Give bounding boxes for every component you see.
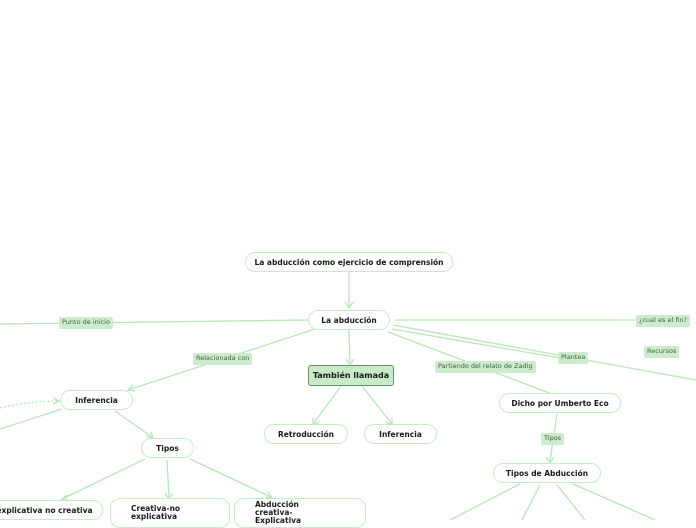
retroduccion-node[interactable]: Retroducción (264, 424, 348, 444)
inferencia-left-node[interactable]: Inferencia (60, 390, 133, 410)
main-topic-node[interactable]: También llamada (308, 365, 394, 386)
edge-tiposab-3 (556, 484, 586, 520)
punto-de-inicio-label[interactable]: Punto de inicio (59, 317, 113, 329)
edge-center-punto (0, 319, 309, 325)
explicativa-no-creativa-node[interactable]: explicativa no creativa (0, 500, 103, 520)
edge-tiposab-1 (449, 483, 521, 520)
tipos-right-label[interactable]: Tipos (541, 433, 565, 445)
partiendo-del-relato-label[interactable]: Partiendo del relato de Zadig (435, 361, 536, 373)
edge-center-main (348, 329, 351, 364)
edge-inferencia-dashed (0, 400, 59, 409)
tipos-left-node[interactable]: Tipos (141, 438, 194, 458)
edge-tiposab-4 (572, 483, 656, 520)
plantea-label[interactable]: Plantea (558, 352, 589, 364)
arrowhead (344, 301, 354, 310)
relacionada-con-label[interactable]: Relacionada con (193, 353, 253, 365)
dicho-por-umberto-eco-node[interactable]: Dicho por Umberto Eco (499, 393, 621, 413)
tipos-de-abduccion-node[interactable]: Tipos de Abducción (493, 463, 601, 483)
edge-center-plantea (391, 328, 561, 359)
abduccion-creativa-explicativa-node[interactable]: Abducción creativa-Explicativa (234, 498, 366, 528)
arrowhead (126, 384, 136, 392)
edge-tipos-abduccion (189, 458, 272, 498)
edge-tipos-explicativa (61, 458, 146, 500)
edge-inferencia-tipos (114, 410, 153, 438)
edge-tiposab-2 (521, 484, 541, 520)
edge-main-retroduccion (312, 385, 342, 425)
arrowhead (52, 397, 61, 405)
recursos-label[interactable]: Recursos (644, 346, 680, 358)
edge-main-inferencia (361, 385, 393, 425)
edge-center-recursos (392, 324, 696, 381)
cual-es-el-fin-label[interactable]: ¿cual es el fin? (636, 315, 690, 327)
edge-tipos-creativa (166, 459, 170, 498)
edge-inferencia-offleft (0, 408, 63, 430)
root-node[interactable]: La abducción como ejercicio de comprensi… (245, 252, 453, 272)
inferencia-center-node[interactable]: Inferencia (364, 424, 437, 444)
creativa-no-explicativa-node[interactable]: Creativa-no explicativa (110, 498, 230, 528)
central-node[interactable]: La abducción (308, 310, 390, 330)
